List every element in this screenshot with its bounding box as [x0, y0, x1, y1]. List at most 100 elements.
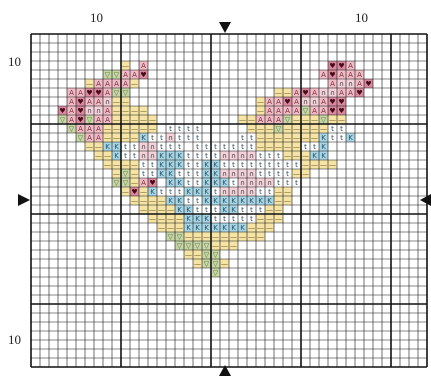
stitch-cell-yellow-dash: —: [256, 142, 265, 151]
svg-text:A: A: [96, 125, 101, 133]
svg-text:K: K: [186, 224, 191, 232]
stitch-cell-yellow-dash: —: [103, 151, 112, 160]
stitch-cell-yellow-dash: —: [139, 115, 148, 124]
svg-text:▽: ▽: [123, 89, 129, 97]
stitch-cell-green-triangle: ▽: [67, 124, 76, 133]
stitch-cell-pink-a: A: [292, 106, 301, 115]
svg-text:—: —: [230, 233, 237, 241]
stitch-cell-yellow-dash: —: [193, 259, 202, 268]
svg-text:A: A: [132, 71, 137, 79]
stitch-cell-white-t: t: [238, 160, 247, 169]
svg-text:—: —: [257, 134, 264, 142]
svg-text:—: —: [158, 206, 165, 214]
stitch-cell-white-t: t: [130, 151, 139, 160]
svg-text:▽: ▽: [321, 116, 327, 124]
stitch-cell-white-t: t: [193, 124, 202, 133]
stitch-cell-white-t: t: [292, 160, 301, 169]
stitch-cell-blue-k: K: [193, 223, 202, 232]
svg-text:∩: ∩: [249, 152, 254, 160]
stitch-cell-pink-a: A: [274, 97, 283, 106]
svg-text:A: A: [267, 116, 272, 124]
svg-text:t: t: [259, 152, 262, 160]
stitch-cell-yellow-dash: —: [157, 223, 166, 232]
svg-text:t: t: [169, 188, 172, 196]
stitch-cell-light-pink-arc: ∩: [148, 151, 157, 160]
stitch-cell-yellow-dash: —: [310, 115, 319, 124]
stitch-cell-white-t: t: [247, 214, 256, 223]
stitch-cell-yellow-dash: —: [229, 241, 238, 250]
stitch-cell-pink-a: A: [103, 106, 112, 115]
stitch-cell-white-t: t: [166, 124, 175, 133]
stitch-cell-white-t: t: [247, 160, 256, 169]
svg-text:—: —: [95, 143, 102, 151]
stitch-cell-yellow-dash: —: [283, 88, 292, 97]
svg-text:—: —: [266, 134, 273, 142]
stitch-cell-yellow-dash: —: [292, 142, 301, 151]
stitch-cell-green-triangle: ▽: [211, 259, 220, 268]
stitch-cell-yellow-dash: —: [193, 232, 202, 241]
stitch-cell-white-t: t: [229, 214, 238, 223]
svg-text:♥: ♥: [329, 107, 335, 115]
stitch-cell-white-t: t: [229, 160, 238, 169]
stitch-cell-white-t: t: [238, 205, 247, 214]
svg-text:t: t: [259, 188, 262, 196]
svg-text:A: A: [267, 107, 272, 115]
stitch-cell-white-t: t: [148, 160, 157, 169]
stitch-cell-light-pink-arc: ∩: [229, 169, 238, 178]
stitch-cell-blue-k: K: [211, 196, 220, 205]
stitch-cell-dark-heart: ♥: [94, 88, 103, 97]
stitch-cell-light-pink-arc: ∩: [103, 97, 112, 106]
svg-text:A: A: [114, 80, 119, 88]
stitch-cell-white-t: t: [157, 187, 166, 196]
svg-text:—: —: [311, 125, 318, 133]
svg-text:—: —: [266, 206, 273, 214]
stitch-cell-dark-heart: ♥: [139, 70, 148, 79]
svg-text:—: —: [257, 125, 264, 133]
stitch-cell-yellow-dash: —: [229, 232, 238, 241]
svg-text:—: —: [122, 62, 129, 70]
stitch-cell-blue-k: K: [211, 178, 220, 187]
svg-text:—: —: [158, 224, 165, 232]
stitch-cell-white-t: t: [265, 187, 274, 196]
stitch-cell-yellow-dash: —: [319, 160, 328, 169]
stitch-cell-white-t: t: [328, 133, 337, 142]
svg-text:—: —: [302, 125, 309, 133]
svg-text:A: A: [105, 116, 110, 124]
stitch-cell-pink-a: A: [76, 88, 85, 97]
svg-text:A: A: [96, 98, 101, 106]
svg-text:—: —: [275, 206, 282, 214]
stitch-cell-light-pink-arc: ∩: [229, 151, 238, 160]
svg-text:♥: ♥: [86, 89, 92, 97]
stitch-cell-pink-a: A: [121, 79, 130, 88]
stitch-cell-light-pink-arc: ∩: [337, 79, 346, 88]
stitch-cell-light-pink-arc: ∩: [238, 169, 247, 178]
svg-text:A: A: [321, 71, 326, 79]
stitch-cell-white-t: t: [193, 133, 202, 142]
svg-text:—: —: [185, 233, 192, 241]
svg-text:—: —: [194, 251, 201, 259]
stitch-cell-yellow-dash: —: [319, 124, 328, 133]
stitch-cell-yellow-dash: —: [157, 196, 166, 205]
stitch-cell-yellow-dash: —: [148, 214, 157, 223]
svg-text:K: K: [213, 161, 218, 169]
svg-text:∩: ∩: [96, 107, 101, 115]
svg-text:K: K: [213, 170, 218, 178]
stitch-cell-blue-k: K: [202, 160, 211, 169]
svg-text:K: K: [204, 197, 209, 205]
svg-text:K: K: [159, 152, 164, 160]
stitch-cell-green-triangle: ▽: [202, 259, 211, 268]
svg-text:A: A: [330, 80, 335, 88]
svg-text:A: A: [321, 98, 326, 106]
stitch-cell-yellow-dash: —: [310, 124, 319, 133]
stitch-cell-white-t: t: [175, 169, 184, 178]
svg-text:—: —: [257, 107, 264, 115]
svg-text:t: t: [151, 170, 154, 178]
stitch-cell-white-t: t: [265, 169, 274, 178]
svg-text:▽: ▽: [177, 233, 183, 241]
stitch-cell-green-triangle: ▽: [175, 232, 184, 241]
svg-text:t: t: [178, 134, 181, 142]
svg-text:t: t: [241, 215, 244, 223]
svg-text:K: K: [114, 152, 119, 160]
svg-text:t: t: [124, 143, 127, 151]
stitch-cell-yellow-dash: —: [121, 115, 130, 124]
